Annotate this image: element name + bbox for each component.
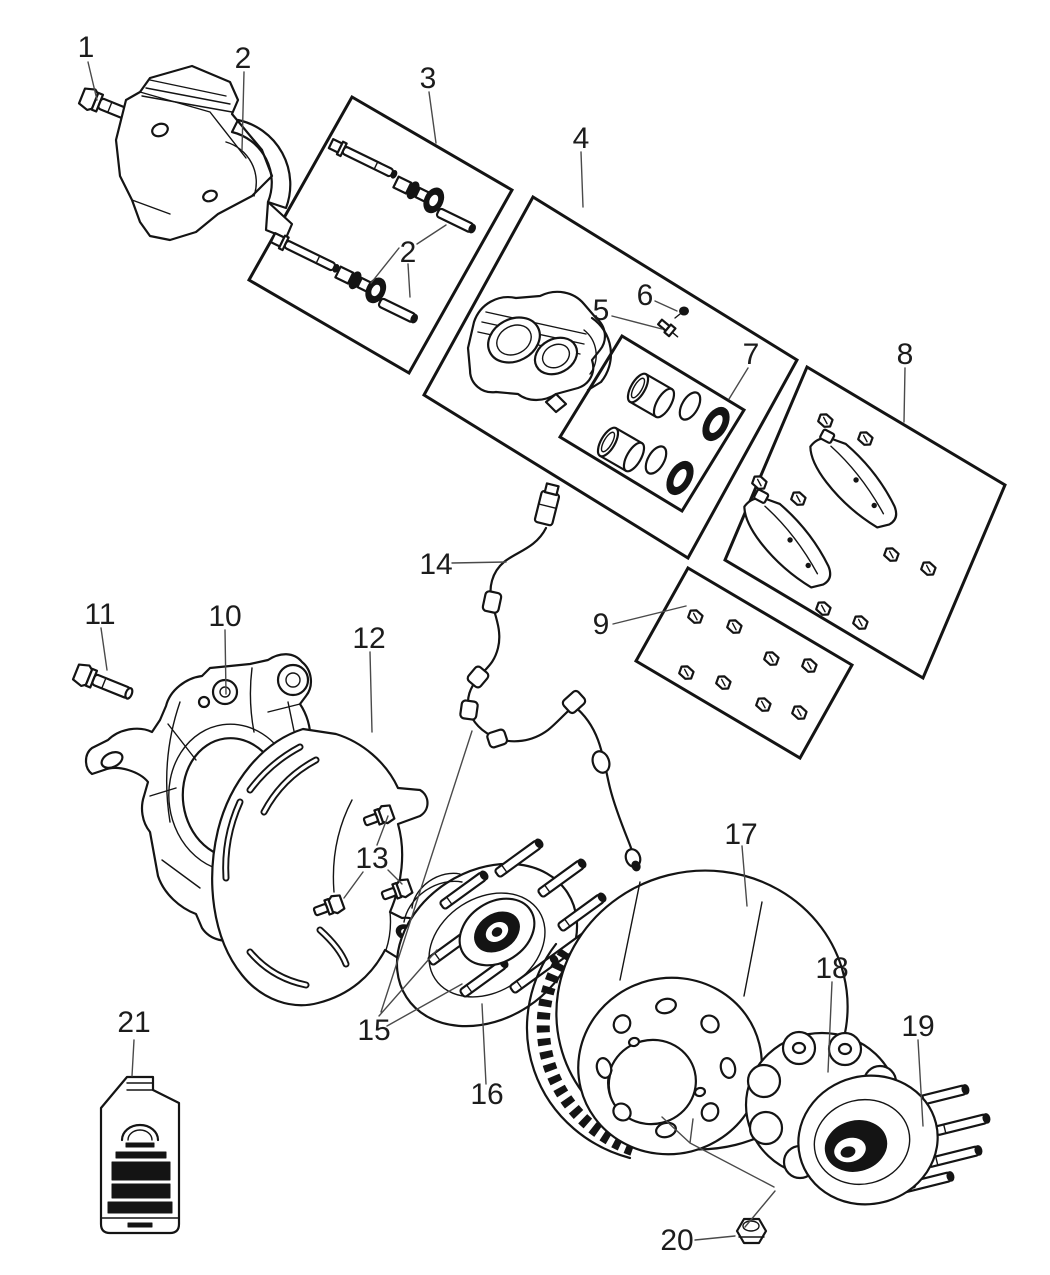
piston-seal-a (678, 391, 702, 421)
caliper-piston-a (622, 369, 680, 422)
bleeder-cap (674, 306, 689, 319)
callout-15[interactable]: 15 (357, 1014, 390, 1047)
piston-seal-b (644, 445, 668, 475)
callout-12[interactable]: 12 (352, 622, 385, 655)
wheel-stud (933, 1111, 993, 1137)
pad-clip (749, 472, 770, 493)
spring-kit-box (633, 565, 855, 761)
spring-clip (724, 616, 745, 637)
splash-shield (211, 727, 429, 1007)
pad-clip (788, 488, 809, 509)
callout-10[interactable]: 10 (208, 600, 241, 633)
callout-14[interactable]: 14 (419, 548, 452, 581)
piston-boot-a (702, 406, 730, 442)
callout-11[interactable]: 11 (84, 598, 115, 631)
knuckle-bolt (70, 660, 137, 706)
callout-2[interactable]: 2 (235, 42, 252, 75)
callout-8[interactable]: 8 (897, 338, 914, 371)
pad-clip (850, 612, 871, 633)
callout-18[interactable]: 18 (815, 952, 848, 985)
callout-13[interactable]: 13 (355, 842, 388, 875)
abs-sensor-wire (459, 482, 642, 872)
hub-bearing-assembly (395, 836, 609, 1028)
callout-9[interactable]: 9 (593, 608, 610, 641)
bleeder-screw (656, 318, 679, 338)
callout-7[interactable]: 7 (743, 338, 760, 371)
guide-pin-short-a (434, 206, 478, 236)
piston-boot-b (666, 460, 694, 496)
spring-clip (676, 662, 697, 683)
callout-16[interactable]: 16 (470, 1078, 503, 1111)
callout-17[interactable]: 17 (724, 818, 757, 851)
callout-6[interactable]: 6 (637, 279, 654, 312)
spring-clip (753, 694, 774, 715)
brake-pad-inner (724, 486, 852, 595)
spring-clip (761, 648, 782, 669)
brake-fluid-bottle (99, 1075, 181, 1235)
callout-21[interactable]: 21 (117, 1006, 150, 1039)
piston-kit-box (557, 333, 747, 514)
caliper-adapter (114, 64, 294, 242)
guide-pin-short-b (376, 296, 420, 326)
pad-kit-box (723, 364, 1007, 681)
spring-clip (713, 672, 734, 693)
spring-clip (789, 702, 810, 723)
callout-2-inner[interactable]: 2 (400, 236, 417, 269)
callout-20[interactable]: 20 (660, 1224, 693, 1257)
guide-pin-long-a (326, 136, 401, 183)
caliper-piston-b (592, 423, 650, 476)
pad-clip (855, 428, 876, 449)
callout-19[interactable]: 19 (901, 1010, 934, 1043)
brake-caliper (466, 290, 613, 414)
pad-clip (918, 558, 939, 579)
callout-3[interactable]: 3 (420, 62, 437, 95)
mopar-logo (120, 1123, 160, 1148)
callout-4[interactable]: 4 (573, 122, 590, 155)
pad-clip (815, 410, 836, 431)
hub-nut (735, 1217, 768, 1245)
callouts: 1 2 2 3 4 5 6 7 8 9 10 11 12 13 14 15 16… (78, 31, 935, 1257)
caliper-kit-box (421, 194, 800, 561)
spring-clip (799, 655, 820, 676)
spring-clip (685, 606, 706, 627)
pad-clip (881, 544, 902, 565)
brake-pad-outer (790, 426, 918, 535)
callout-5[interactable]: 5 (593, 294, 610, 327)
callout-1[interactable]: 1 (78, 31, 95, 64)
leader-lines (87, 61, 924, 1241)
hub-extension (744, 1030, 993, 1206)
guide-pin-long-b (268, 230, 343, 277)
